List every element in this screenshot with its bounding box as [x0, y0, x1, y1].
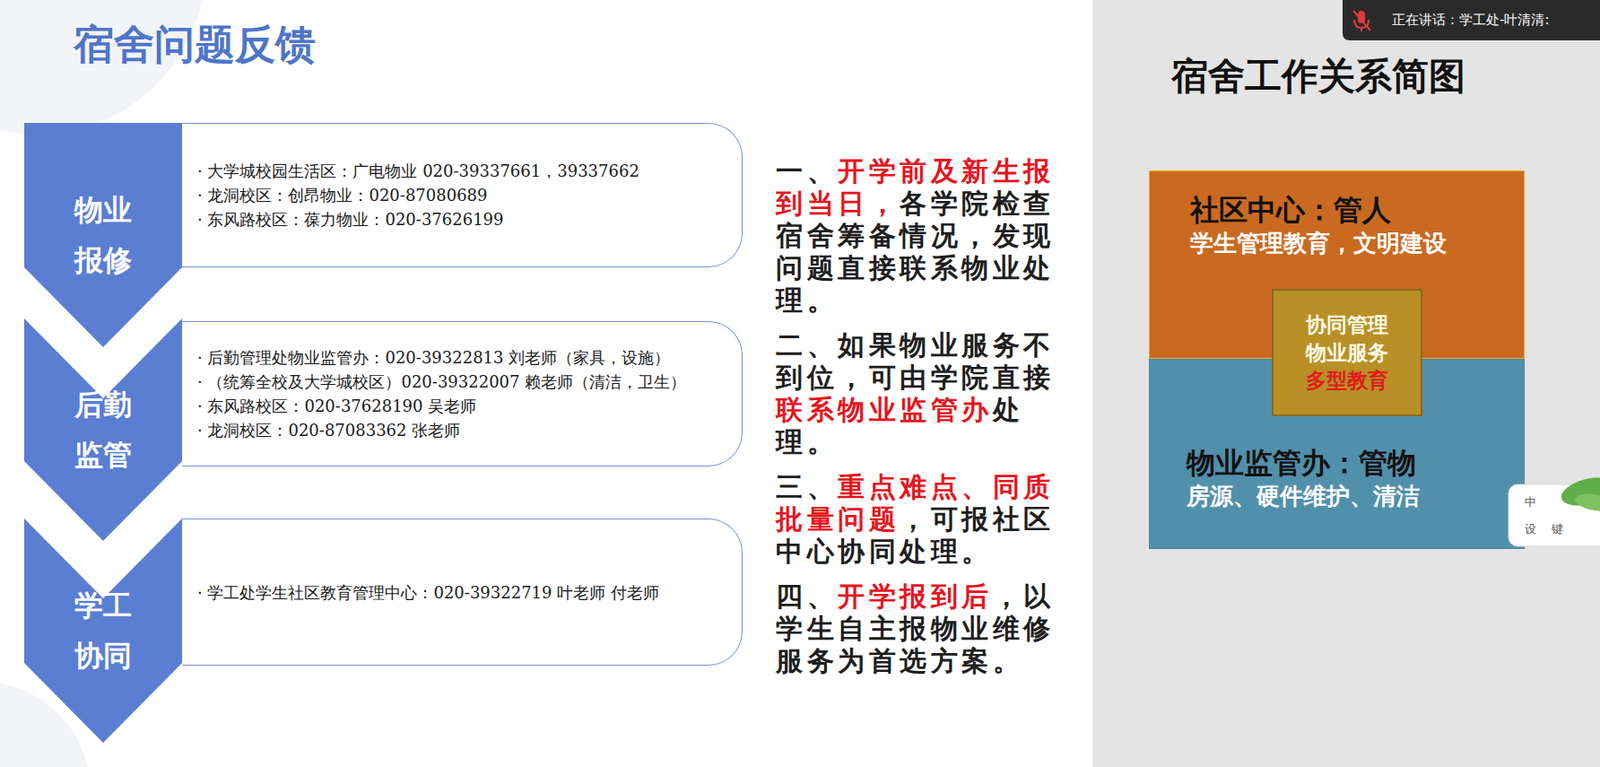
note-text: 二、如果物业服务不到位，可由学院直接 — [775, 329, 1055, 393]
panel-title: 宿舍工作关系简图 — [1171, 52, 1466, 102]
slide-title: 宿舍问题反馈 — [73, 17, 316, 72]
contact-line: · 学工处学生社区教育管理中心：020-39322719 叶老师 付老师 — [197, 580, 660, 605]
category-chevron: 后勤监管 — [24, 318, 183, 541]
chevron-fill — [24, 318, 183, 541]
chevron-shape — [24, 518, 183, 743]
notes-column: 一、开学前及新生报到当日，各学院检查宿舍筹备情况，发现问题直接联系物业处理。二、… — [775, 155, 1056, 690]
highlight-text: 联系物业监管办 — [775, 393, 993, 426]
speaker-status: 正在讲话：学工处-叶清清: — [1391, 0, 1549, 41]
contact-line: · 东风路校区：020-37628190 吴老师 — [197, 393, 477, 418]
note-paragraph: 二、如果物业服务不到位，可由学院直接联系物业监管办处理。 — [775, 329, 1056, 459]
widget-key: 设 — [1524, 521, 1537, 537]
chevron-shape — [24, 122, 183, 348]
box-heading: 物业监管办：管物 — [1186, 445, 1417, 480]
contact-line: · 后勤管理处物业监管办：020-39322813 刘老师（家具，设施） — [197, 345, 670, 370]
note-text: 四、 — [775, 580, 838, 612]
chevron-fill — [24, 122, 183, 348]
category-label: 物业报修 — [72, 184, 133, 286]
contact-line: · 龙洞校区：020-87083362 张老师 — [197, 417, 461, 443]
chevron-fill — [24, 518, 183, 743]
note-paragraph: 四、开学报到后，以学生自主报物业维修服务为首选方案。 — [775, 580, 1056, 678]
category-chevron: 学工协同 — [24, 518, 183, 743]
note-text: 一、 — [775, 155, 838, 187]
category-label: 后勤监管 — [72, 379, 133, 480]
contact-line: · 大学城校园生活区：广电物业 020-39337661，39337662 — [197, 158, 640, 183]
contact-box: · 学工处学生社区教育管理中心：020-39322719 叶老师 付老师 — [182, 518, 743, 666]
category-label: 学工协同 — [72, 580, 133, 681]
chevron-shape — [24, 318, 183, 541]
note-paragraph: 三、重点难点、同质批量问题，可报社区中心协同处理。 — [775, 470, 1056, 568]
box-heading: 协同管理 — [1305, 311, 1389, 340]
category-chevron: 物业报修 — [24, 122, 183, 348]
box-body: 物业服务 — [1305, 339, 1389, 367]
box-body: 房源、硬件维护、清洁 — [1186, 482, 1420, 511]
contact-line: · 龙洞校区：创昂物业：020-87080689 — [197, 182, 488, 208]
note-paragraph: 一、开学前及新生报到当日，各学院检查宿舍筹备情况，发现问题直接联系物业处理。 — [775, 155, 1056, 317]
contact-box: · 大学城校园生活区：广电物业 020-39337661，39337662· 龙… — [182, 122, 743, 268]
widget-key: 中 — [1524, 495, 1537, 510]
box-heading: 社区中心：管人 — [1190, 192, 1392, 227]
cooperation-box: 协同管理物业服务多型教育 — [1271, 288, 1423, 417]
diagram-panel: 宿舍工作关系简图社区中心：管人学生管理教育，文明建设协同管理物业服务多型教育物业… — [1092, 0, 1600, 767]
note-text: 三、 — [775, 470, 838, 503]
widget-key: 键 — [1551, 521, 1564, 537]
highlight-text: 开学报到后 — [837, 580, 993, 612]
contact-line: · 东风路校区：葆力物业：020-37626199 — [197, 207, 505, 232]
box-body: 多型教育 — [1305, 366, 1389, 395]
contact-line: · （统筹全校及大学城校区）020-39322007 赖老师（清洁，卫生） — [197, 369, 687, 394]
box-body: 学生管理教育，文明建设 — [1190, 229, 1447, 258]
contact-box: · 后勤管理处物业监管办：020-39322813 刘老师（家具，设施）· （统… — [182, 321, 743, 467]
